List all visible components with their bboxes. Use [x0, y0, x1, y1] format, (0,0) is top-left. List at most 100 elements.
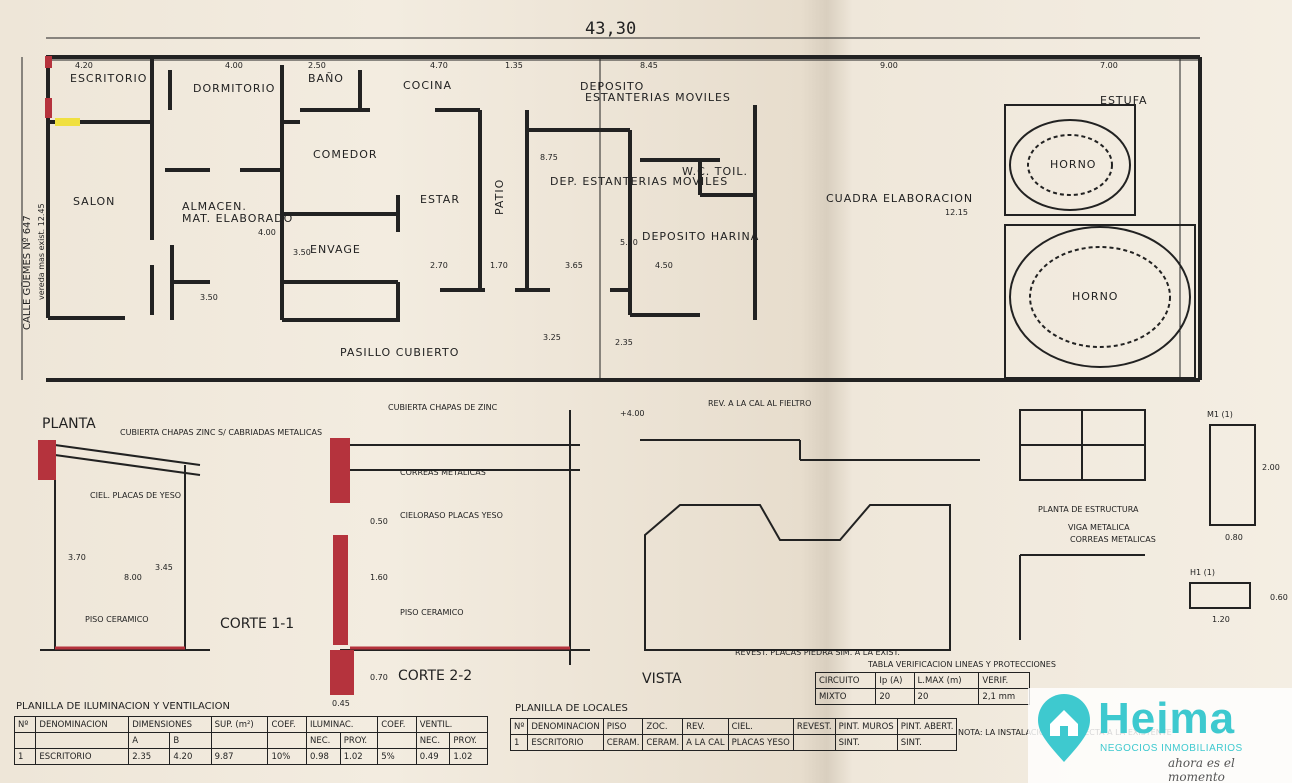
label-rev: REV. A LA CAL AL FIELTRO: [708, 399, 811, 408]
table-cell: B: [169, 732, 212, 749]
section2-red-wall-top: [330, 438, 350, 503]
table-row: A B NEC. PROY. NEC. PROY.: [13, 732, 488, 749]
label-correas2: CORREAS METALICAS: [1070, 535, 1156, 544]
room-estufa: ESTUFA: [1100, 94, 1148, 107]
table-cell: DENOMINACION: [35, 716, 130, 733]
top-dim: 8.45: [640, 61, 658, 70]
table-row: MIXTO 20 20 2,1 mm: [814, 688, 1030, 705]
top-dim: 7.00: [1100, 61, 1118, 70]
horno-drawing: [1004, 104, 1196, 379]
table-cell: SUP. (m²): [210, 716, 269, 733]
section2-red-footing: [330, 650, 354, 695]
room-bano: BAÑO: [308, 72, 344, 85]
section-dim: 0.80: [1225, 533, 1243, 542]
heima-logo: Heima NEGOCIOS INMOBILIARIOS ahora es el…: [1028, 688, 1292, 783]
table-cell: PINT. ABERT.: [896, 718, 958, 735]
planilla-locales-title: PLANILLA DE LOCALES: [515, 703, 628, 714]
table-cell: 0.98: [305, 748, 341, 765]
room-pasillo: PASILLO CUBIERTO: [340, 346, 459, 359]
plan-red-wall-1: [45, 56, 52, 68]
logo-tagline: NEGOCIOS INMOBILIARIOS: [1100, 743, 1243, 754]
table-cell: 1.02: [339, 748, 379, 765]
planilla-ilum-title: PLANILLA DE ILUMINACION Y VENTILACION: [16, 701, 230, 712]
inner-dim: 3.65: [565, 261, 583, 270]
section-dim: 3.70: [68, 553, 86, 562]
room-cuadra: CUADRA ELABORACION: [826, 192, 973, 205]
label-correas: CORREAS METALICAS: [400, 468, 486, 477]
table-cell: L.MAX (m): [913, 672, 980, 689]
table-cell: NEC.: [415, 732, 451, 749]
room-comedor: COMEDOR: [313, 148, 378, 161]
section2-red-wall: [333, 535, 348, 645]
label-cubierta1: CUBIERTA CHAPAS ZINC S/ CABRIADAS METALI…: [120, 428, 322, 437]
table-cell: 2,1 mm: [978, 688, 1030, 705]
table-cell: PLACAS YESO: [727, 734, 794, 751]
inner-dim: 3.50: [200, 293, 218, 302]
plan-walls: [46, 55, 1202, 382]
top-dim: 4.70: [430, 61, 448, 70]
top-dim: 2.50: [308, 61, 326, 70]
inner-dim: 5.70: [620, 238, 638, 247]
table-cell: PINT. MUROS: [834, 718, 898, 735]
table-cell: VENTIL.: [415, 716, 489, 733]
tabla-verificacion: CIRCUITO Ip (A) L.MAX (m) VERIF. MIXTO 2…: [814, 672, 1030, 705]
table-cell: DIMENSIONES: [128, 716, 212, 733]
inner-dim: 1.70: [490, 261, 508, 270]
section-dim: 3.45: [155, 563, 173, 572]
table-row: CIRCUITO Ip (A) L.MAX (m) VERIF.: [814, 672, 1030, 689]
table-cell: ESCRITORIO: [527, 734, 604, 751]
section-dim: 0.70: [370, 673, 388, 682]
table-cell: 0.49: [415, 748, 451, 765]
table-cell: 20: [875, 688, 915, 705]
plan-yellow-mark: [55, 118, 80, 126]
label-cubierta2: CUBIERTA CHAPAS DE ZINC: [388, 403, 498, 412]
room-deposito_top: DEPOSITO: [580, 80, 644, 93]
plan-red-wall-2: [45, 98, 52, 118]
label-piso1: PISO CERAMICO: [85, 615, 149, 624]
inner-dim: 8.75: [540, 153, 558, 162]
room-estar: ESTAR: [420, 193, 460, 206]
section-dim: 0.60: [1270, 593, 1288, 602]
section-dim: 8.00: [124, 573, 142, 582]
inner-dim: 2.35: [615, 338, 633, 347]
table-cell: [792, 734, 836, 751]
inner-dim: 4.50: [655, 261, 673, 270]
table-cell: A LA CAL: [682, 734, 729, 751]
street-label: CALLE GÜEMES Nº 647: [20, 215, 33, 330]
table-cell: VERIF.: [978, 672, 1030, 689]
table-cell: REV.: [682, 718, 729, 735]
room-horno-2: HORNO: [1072, 290, 1118, 303]
inner-dim: 4.00: [258, 228, 276, 237]
section-dim: 0.50: [370, 517, 388, 526]
inner-dim: 2.70: [430, 261, 448, 270]
label-corte22: CORTE 2-2: [398, 668, 472, 684]
logo-brand: Heima: [1098, 694, 1236, 743]
table-cell: 9.87: [210, 748, 269, 765]
plan-dimension-lines: [21, 37, 1200, 380]
table-cell: ILUMINAC.: [305, 716, 379, 733]
room-wc: W.C. TOIL.: [682, 165, 748, 178]
table-cell: A: [128, 732, 171, 749]
table-cell: ESCRITORIO: [35, 748, 130, 765]
table-cell: 1: [509, 734, 529, 751]
table-cell: Nº: [13, 716, 37, 733]
table-cell: 5%: [377, 748, 417, 765]
label-piso2: PISO CERAMICO: [400, 608, 464, 617]
logo-slogan: ahora es el momento: [1168, 756, 1235, 783]
label-ciel: CIEL. PLACAS DE YESO: [90, 491, 181, 500]
table-cell: CIEL.: [727, 718, 794, 735]
section-dim: 1.20: [1212, 615, 1230, 624]
room-patio: PATIO: [493, 179, 506, 215]
table-cell: ZOC.: [642, 718, 684, 735]
table-cell: CIRCUITO: [814, 672, 877, 689]
table-row: 1 ESCRITORIO 2.35 4.20 9.87 10% 0.98 1.0…: [13, 748, 488, 765]
planilla-locales-table: Nº DENOMINACION PISO ZOC. REV. CIEL. REV…: [509, 718, 958, 751]
table-row: Nº DENOMINACION PISO ZOC. REV. CIEL. REV…: [509, 718, 958, 735]
table-cell: 2.35: [128, 748, 171, 765]
label-planta_estructura: PLANTA DE ESTRUCTURA: [1038, 505, 1139, 514]
table-cell: 10%: [267, 748, 307, 765]
inner-dim: 12.15: [945, 208, 968, 217]
table-cell: 1: [13, 748, 37, 765]
